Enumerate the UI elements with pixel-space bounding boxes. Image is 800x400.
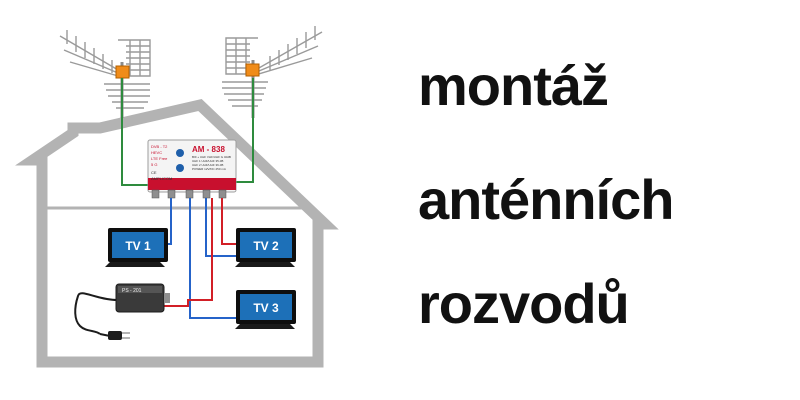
amp-line-1: DVB - T2 (151, 144, 168, 149)
amp-line-3: LTE Free (151, 156, 168, 161)
tv-2-icon: TV 2 (235, 228, 296, 267)
tv-1-label: TV 1 (125, 239, 151, 253)
antenna-right-icon (222, 26, 323, 118)
amp-spec-4: POWER 12V/DC 250 mA (192, 167, 226, 171)
antenna-cables (121, 78, 254, 186)
amp-brand: AMPLICOM (151, 176, 172, 181)
amp-ce-mark: CE (151, 170, 157, 175)
headline-line-2: anténních (418, 168, 674, 231)
amplifier-unit: DVB - T2 HEVC LTE Free 5 G CE AM - 838 B… (147, 139, 237, 199)
tv-3-label: TV 3 (253, 301, 279, 315)
amp-spec-1: BIII + UHF VHF/UHF G 40dB (192, 155, 231, 159)
tv-3-icon: TV 3 (235, 290, 296, 329)
house-outline (15, 98, 339, 368)
amp-line-4: 5 G (151, 162, 157, 167)
amp-model: AM - 838 (192, 145, 225, 154)
headline-line-1: montáž (418, 54, 609, 117)
amp-line-2: HEVC (151, 150, 162, 155)
amp-spec-3: UHF 2 UHF/UHF 36 dB (192, 163, 223, 167)
tv-1-icon: TV 1 (105, 228, 168, 267)
amp-spec-2: UHF 1 UHF/UHF 35 dB (192, 159, 223, 163)
distribution-cables (162, 198, 240, 319)
antenna-left-icon (59, 30, 151, 118)
power-supply-label: PS - 201 (122, 288, 142, 294)
power-supply-icon: PS - 201 (74, 283, 170, 340)
tv-2-label: TV 2 (253, 239, 279, 253)
headline-line-3: rozvodů (418, 272, 630, 335)
